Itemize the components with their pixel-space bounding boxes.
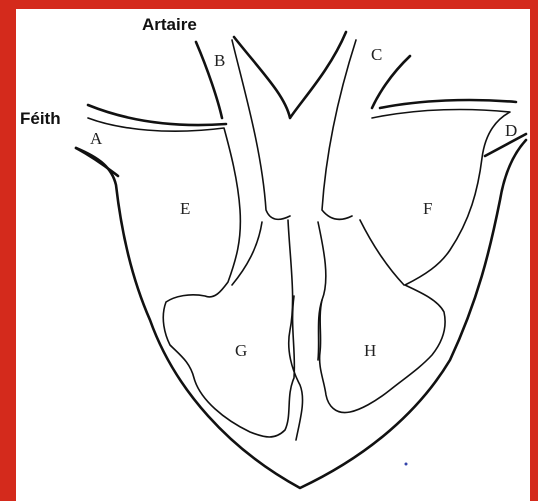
label-b: B bbox=[214, 51, 225, 70]
vein-d-wall-upper bbox=[380, 100, 516, 108]
stray-dot bbox=[405, 463, 408, 466]
inner-wall-right bbox=[320, 110, 510, 413]
septum-center bbox=[288, 220, 303, 440]
label-g: G bbox=[235, 341, 247, 360]
label-a: A bbox=[90, 129, 103, 148]
mitral-valve bbox=[360, 220, 404, 285]
label-veins: Féith bbox=[20, 109, 61, 128]
label-e: E bbox=[180, 199, 190, 218]
label-f: F bbox=[423, 199, 432, 218]
septum-left-upper bbox=[232, 40, 290, 219]
label-d: D bbox=[505, 121, 517, 140]
artery-b-wall-right bbox=[234, 32, 346, 118]
heart-outer-wall bbox=[76, 140, 526, 488]
label-c: C bbox=[371, 45, 382, 64]
inner-wall-left bbox=[88, 118, 294, 437]
label-h: H bbox=[364, 341, 376, 360]
label-arteries: Artaire bbox=[142, 15, 197, 34]
septum-center-right bbox=[318, 222, 326, 360]
vein-a-wall-outer bbox=[88, 105, 226, 125]
